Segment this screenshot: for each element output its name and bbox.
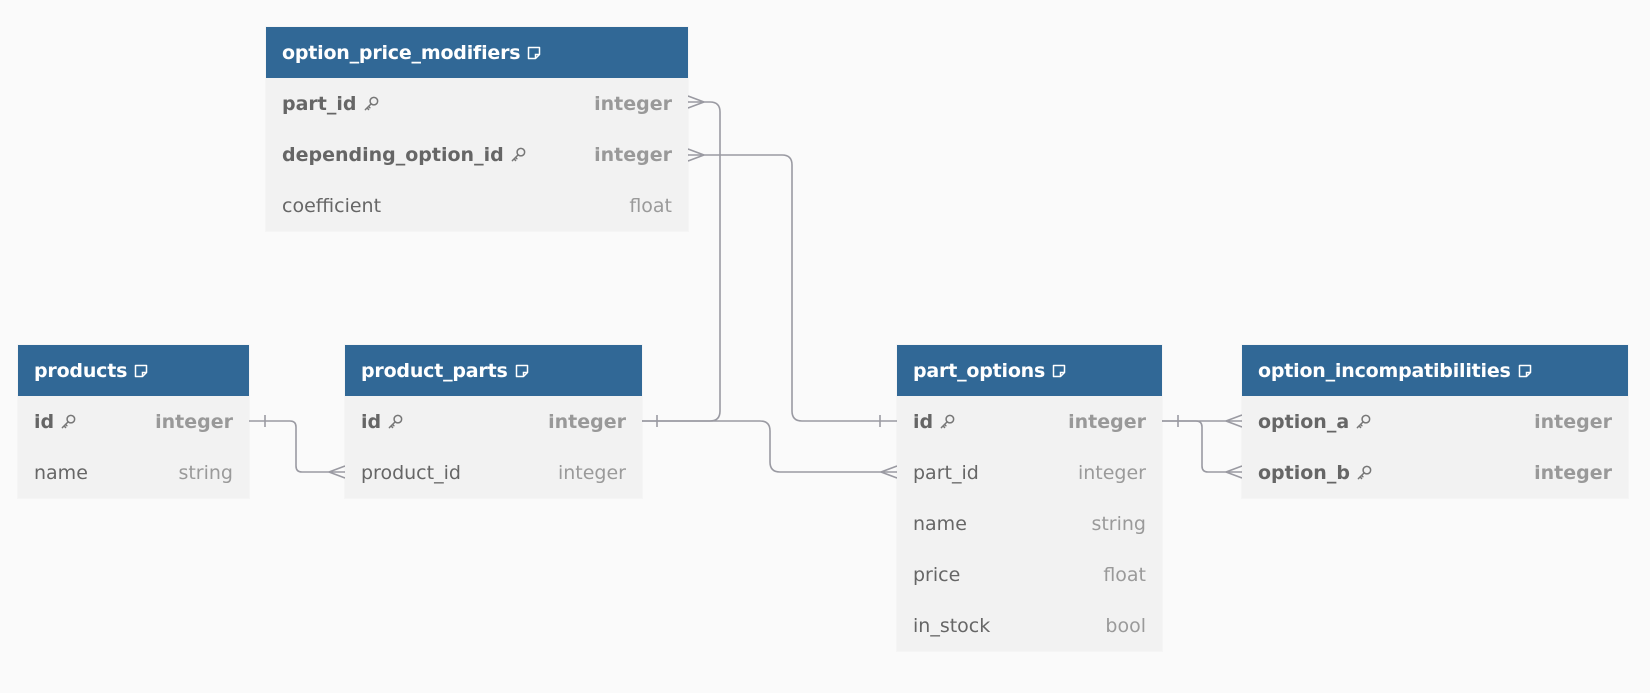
column-name: product_id bbox=[361, 461, 461, 484]
table-header[interactable]: products bbox=[18, 345, 249, 396]
column-row[interactable]: option_a integer bbox=[1242, 396, 1628, 447]
column-row[interactable]: in_stock bool bbox=[897, 600, 1162, 651]
table-part-options[interactable]: part_options id integer part_id integer … bbox=[897, 345, 1162, 651]
table-option-price-modifiers[interactable]: option_price_modifiers part_id integer d… bbox=[266, 27, 688, 231]
column-row[interactable]: name string bbox=[18, 447, 249, 498]
key-icon bbox=[1357, 465, 1372, 480]
column-row[interactable]: part_id integer bbox=[897, 447, 1162, 498]
column-name: part_id bbox=[282, 92, 357, 115]
column-type: integer bbox=[557, 461, 626, 484]
column-name: price bbox=[913, 563, 961, 586]
column-type: integer bbox=[155, 410, 233, 433]
column-name: option_a bbox=[1258, 410, 1350, 433]
table-header[interactable]: option_incompatibilities bbox=[1242, 345, 1628, 396]
many-cardinality-mark bbox=[1225, 414, 1243, 428]
column-name: id bbox=[361, 410, 382, 433]
column-row[interactable]: depending_option_id integer bbox=[266, 129, 688, 180]
table-title: product_parts bbox=[361, 359, 508, 382]
note-icon[interactable] bbox=[1051, 363, 1067, 379]
column-row[interactable]: coefficient float bbox=[266, 180, 688, 231]
column-type: string bbox=[1091, 512, 1146, 535]
many-cardinality-mark bbox=[328, 465, 346, 479]
column-name: in_stock bbox=[913, 614, 991, 637]
relationship-line-part-options-id-to-option-price-modifiers-depending-option-id bbox=[688, 154, 897, 422]
table-option-incompatibilities[interactable]: option_incompatibilities option_a intege… bbox=[1242, 345, 1628, 498]
key-icon bbox=[511, 147, 526, 162]
table-title: products bbox=[34, 359, 128, 382]
table-header[interactable]: option_price_modifiers bbox=[266, 27, 688, 78]
relationship-line-products-id-to-product-parts-product-id bbox=[249, 420, 345, 473]
column-row[interactable]: option_b integer bbox=[1242, 447, 1628, 498]
table-products[interactable]: products id integer name string bbox=[18, 345, 249, 498]
note-icon[interactable] bbox=[133, 363, 149, 379]
key-icon bbox=[61, 414, 76, 429]
column-name: depending_option_id bbox=[282, 143, 504, 166]
note-icon[interactable] bbox=[514, 363, 530, 379]
many-cardinality-mark bbox=[687, 95, 705, 109]
table-title: option_incompatibilities bbox=[1258, 359, 1511, 382]
key-icon bbox=[364, 96, 378, 111]
table-product-parts[interactable]: product_parts id integer product_id inte… bbox=[345, 345, 642, 498]
table-header[interactable]: product_parts bbox=[345, 345, 642, 396]
column-row[interactable]: part_id integer bbox=[266, 78, 688, 129]
column-name: name bbox=[913, 512, 967, 535]
column-type: integer bbox=[1534, 410, 1612, 433]
column-type: integer bbox=[1077, 461, 1146, 484]
key-icon bbox=[1356, 414, 1371, 429]
column-name: option_b bbox=[1258, 461, 1350, 484]
column-type: bool bbox=[1105, 614, 1146, 637]
table-title: option_price_modifiers bbox=[282, 41, 521, 64]
note-icon[interactable] bbox=[1517, 363, 1533, 379]
column-type: integer bbox=[594, 92, 672, 115]
many-cardinality-mark bbox=[880, 465, 898, 479]
column-row[interactable]: id integer bbox=[897, 396, 1162, 447]
column-name: id bbox=[913, 410, 934, 433]
column-type: string bbox=[178, 461, 233, 484]
table-title: part_options bbox=[913, 359, 1046, 382]
many-cardinality-mark bbox=[1225, 465, 1243, 479]
column-row[interactable]: product_id integer bbox=[345, 447, 642, 498]
column-row[interactable]: name string bbox=[897, 498, 1162, 549]
column-name: coefficient bbox=[282, 194, 382, 217]
column-type: integer bbox=[594, 143, 672, 166]
column-type: integer bbox=[1534, 461, 1612, 484]
relationship-line-product-parts-id-to-part-options-part-id bbox=[642, 420, 897, 473]
column-type: integer bbox=[548, 410, 626, 433]
column-type: float bbox=[629, 194, 672, 217]
column-type: float bbox=[1103, 563, 1146, 586]
column-row[interactable]: id integer bbox=[18, 396, 249, 447]
relationship-line-part-options-id-to-option-incompatibilities-option-b bbox=[1162, 420, 1242, 473]
column-name: name bbox=[34, 461, 88, 484]
column-row[interactable]: id integer bbox=[345, 396, 642, 447]
column-name: id bbox=[34, 410, 55, 433]
many-cardinality-mark bbox=[687, 148, 705, 162]
note-icon[interactable] bbox=[526, 45, 542, 61]
key-icon bbox=[940, 414, 955, 429]
column-type: integer bbox=[1068, 410, 1146, 433]
column-name: part_id bbox=[913, 461, 979, 484]
column-row[interactable]: price float bbox=[897, 549, 1162, 600]
key-icon bbox=[388, 414, 403, 429]
table-header[interactable]: part_options bbox=[897, 345, 1162, 396]
